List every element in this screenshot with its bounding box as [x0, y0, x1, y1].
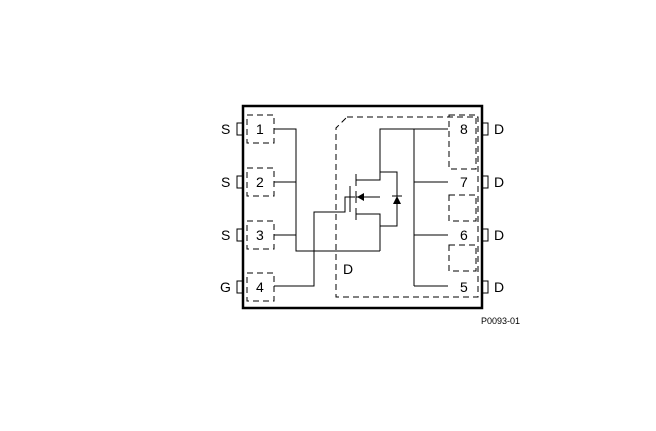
- left-pad-outlines: [246, 114, 275, 302]
- pin-8-number: 8: [460, 121, 468, 137]
- figure-reference: P0093-01: [481, 316, 520, 326]
- pin-3-name: S: [221, 227, 230, 243]
- body-arrow: [357, 193, 364, 201]
- right-pin-stubs: [481, 122, 489, 294]
- mosfet-symbol: [349, 128, 414, 251]
- package-outline: [241, 104, 484, 310]
- pin-6-name: D: [494, 227, 504, 243]
- pin-4-name: G: [220, 279, 231, 295]
- pin-2-name: S: [221, 174, 230, 190]
- pin-5-name: D: [494, 279, 504, 295]
- pin-1-number: 1: [256, 121, 264, 137]
- pin-8-name: D: [494, 121, 504, 137]
- right-pad-outlines: [448, 114, 477, 272]
- pin-4-number: 4: [256, 279, 264, 295]
- pin-1-name: S: [221, 121, 230, 137]
- pin-3-number: 3: [256, 227, 264, 243]
- drain-wiring: [413, 128, 448, 287]
- diode-triangle: [393, 196, 401, 204]
- gate-wiring: [274, 196, 355, 287]
- pin-7-number: 7: [460, 174, 468, 190]
- pin-7-name: D: [494, 174, 504, 190]
- pin-2-number: 2: [256, 174, 264, 190]
- source-wiring: [274, 128, 380, 252]
- pin-5-number: 5: [460, 279, 468, 295]
- left-pin-stubs: [236, 122, 244, 294]
- drain-pad-label: D: [343, 261, 353, 277]
- drain-pad-outline: [335, 116, 479, 298]
- pin-6-number: 6: [460, 227, 468, 243]
